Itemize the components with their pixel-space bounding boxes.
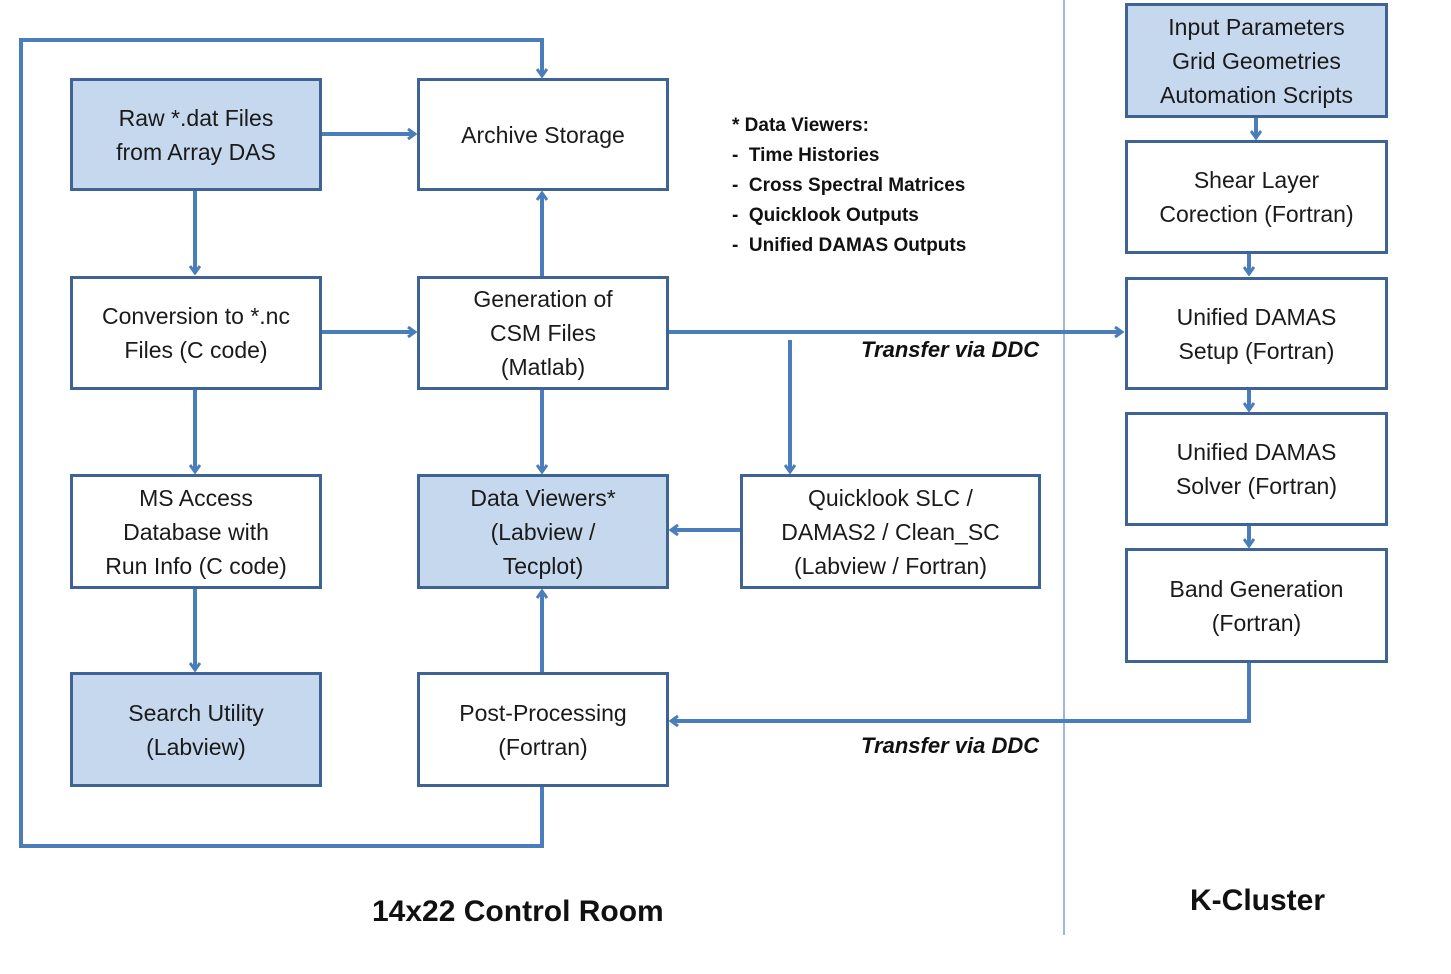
box-damas-setup: Unified DAMAS Setup (Fortran) — [1125, 277, 1388, 390]
box-input-parameters: Input Parameters Grid Geometries Automat… — [1125, 3, 1388, 118]
box-ms-access: MS Access Database with Run Info (C code… — [70, 474, 322, 589]
box-band-generation: Band Generation (Fortran) — [1125, 548, 1388, 663]
note-item: - Quicklook Outputs — [732, 205, 919, 226]
box-archive-storage: Archive Storage — [417, 78, 669, 191]
box-conversion: Conversion to *.nc Files (C code) — [70, 276, 322, 390]
box-raw-dat-files: Raw *.dat Files from Array DAS — [70, 78, 322, 191]
transfer-label-outbound: Transfer via DDC — [861, 337, 1040, 362]
arrow-band-to-post — [671, 662, 1251, 721]
box-data-viewers: Data Viewers* (Labview / Tecplot) — [417, 474, 669, 589]
note-item: - Cross Spectral Matrices — [732, 175, 966, 196]
box-shear-layer: Shear Layer Corection (Fortran) — [1125, 140, 1388, 254]
box-quicklook: Quicklook SLC / DAMAS2 / Clean_SC (Labvi… — [740, 474, 1041, 589]
note-item: - Time Histories — [732, 145, 880, 166]
box-post-processing: Post-Processing (Fortran) — [417, 672, 669, 787]
data-viewers-note: * Data Viewers: - Time Histories - Cross… — [732, 111, 966, 261]
note-title: * Data Viewers: — [732, 115, 869, 136]
section-label-control-room: 14x22 Control Room — [372, 895, 664, 928]
section-label-k-cluster: K-Cluster — [1190, 884, 1326, 917]
transfer-label-inbound: Transfer via DDC — [861, 733, 1040, 758]
box-csm-generation: Generation of CSM Files (Matlab) — [417, 276, 669, 390]
note-item: - Unified DAMAS Outputs — [732, 235, 967, 256]
box-search-utility: Search Utility (Labview) — [70, 672, 322, 787]
box-damas-solver: Unified DAMAS Solver (Fortran) — [1125, 412, 1388, 526]
arrow-post-to-archive-loop — [19, 38, 542, 848]
